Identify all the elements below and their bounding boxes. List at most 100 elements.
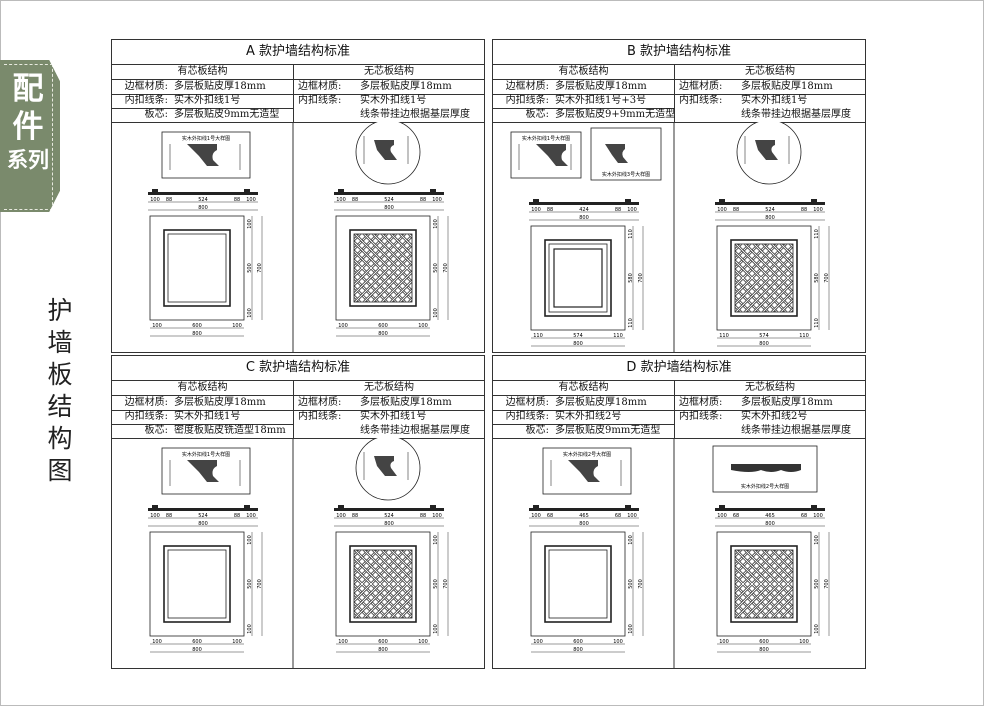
dim-label: 68 bbox=[801, 513, 807, 519]
lattice-bar bbox=[744, 263, 793, 312]
lattice-bar bbox=[274, 550, 342, 618]
lattice-bar bbox=[771, 244, 793, 266]
tab-subtitle: 系列 bbox=[7, 148, 49, 172]
lattice-bar bbox=[762, 587, 793, 618]
dim-label: 68 bbox=[615, 513, 621, 519]
lattice-bar bbox=[381, 587, 412, 618]
dim-label: 110 bbox=[628, 318, 634, 328]
spec-value: 实木外扣线1号 bbox=[174, 95, 241, 106]
spec-value: 多层板贴皮厚18mm bbox=[555, 397, 647, 408]
molding-profile-icon bbox=[374, 456, 397, 476]
spec-value: 多层板贴皮厚18mm bbox=[555, 81, 647, 92]
spec-label: 边框材质: bbox=[298, 81, 342, 92]
lattice-bar bbox=[762, 281, 793, 312]
detail-drawing: 实木外扣线1号大样图 bbox=[161, 447, 251, 495]
dim-label: 100 bbox=[717, 207, 727, 213]
lattice-bar bbox=[762, 244, 793, 275]
section-bar bbox=[430, 505, 436, 508]
molding-profile-icon bbox=[374, 140, 397, 160]
dim-label: 88 bbox=[234, 197, 240, 203]
lattice-bar bbox=[381, 234, 412, 265]
detail-drawing-right bbox=[355, 122, 421, 185]
dim-label: 100 bbox=[433, 219, 439, 229]
spec-row-right: 内扣线条:实木外扣线1号 bbox=[112, 410, 484, 424]
detail-drawing-right: 实木外扣线2号大样图 bbox=[712, 445, 818, 493]
row-divider bbox=[493, 94, 674, 95]
dim-label: 500 bbox=[247, 263, 253, 273]
row-divider bbox=[294, 410, 484, 411]
dim-label: 100 bbox=[628, 535, 634, 545]
spec-row-right: 内扣线条: 实木外扣线2号 bbox=[493, 410, 865, 424]
dim-label: 100 bbox=[150, 197, 160, 203]
lattice-border bbox=[734, 243, 794, 313]
section-bar bbox=[152, 189, 158, 192]
spec-label: 边框材质: bbox=[124, 81, 168, 92]
core-panel bbox=[167, 233, 227, 303]
spec-row-left: 边框材质:多层板贴皮厚18mm bbox=[493, 80, 674, 94]
dim-label: 600 bbox=[378, 323, 388, 329]
section-bar bbox=[244, 505, 250, 508]
detail-drawing: 实木外扣线1号大样图 bbox=[161, 131, 251, 179]
dim-label: 100 bbox=[247, 624, 253, 634]
section-bar bbox=[152, 505, 158, 508]
section-bar bbox=[715, 508, 825, 511]
molding-profile-icon bbox=[187, 460, 219, 482]
dim-label: 100 bbox=[247, 308, 253, 318]
spec-row-left: 内扣线条:实木外扣线1号+3号 bbox=[493, 94, 674, 108]
dim-label: 100 bbox=[433, 624, 439, 634]
dim-label: 88 bbox=[352, 197, 358, 203]
dim-total: 800 bbox=[192, 331, 202, 337]
spec-row-right: 线条带挂边根据基层厚度 bbox=[493, 108, 865, 122]
spec-label: 内扣线条: bbox=[505, 411, 549, 422]
dim-label: 100 bbox=[338, 639, 348, 645]
lattice-bar bbox=[390, 234, 412, 256]
dim-total: 700 bbox=[824, 273, 830, 283]
dim-total: 800 bbox=[579, 215, 589, 221]
lattice-bar bbox=[655, 244, 723, 312]
spec-value: 多层板贴皮9mm无造型 bbox=[555, 425, 661, 436]
row-divider bbox=[493, 108, 674, 109]
dim-label: 68 bbox=[733, 513, 739, 519]
dim-label: 100 bbox=[814, 535, 820, 545]
with-core-header: 有芯板结构 bbox=[493, 381, 674, 396]
detail-caption: 实木外扣线1号大样图 bbox=[182, 135, 230, 142]
lattice-bar bbox=[655, 244, 723, 312]
spec-label: 板芯: bbox=[525, 425, 549, 436]
table-bottom bbox=[112, 438, 484, 439]
section-bar bbox=[811, 199, 817, 202]
lattice-bar bbox=[372, 578, 412, 618]
spec-value: 线条带挂边根据基层厚度 bbox=[741, 109, 851, 120]
spec-row-right: 线条带挂边根据基层厚度 bbox=[112, 424, 484, 438]
spec-row-right: 线条带挂边根据基层厚度 bbox=[112, 108, 484, 122]
spec-label: 内扣线条: bbox=[679, 411, 723, 422]
section-bar bbox=[430, 189, 436, 192]
dim-label: 600 bbox=[759, 639, 769, 645]
lattice-bar bbox=[780, 299, 793, 312]
row-divider bbox=[493, 410, 674, 411]
dim-label: 100 bbox=[336, 197, 346, 203]
section-bar bbox=[334, 192, 444, 195]
dim-total: 800 bbox=[573, 647, 583, 653]
core-panel bbox=[548, 243, 608, 313]
dim-total: 800 bbox=[198, 521, 208, 527]
dim-label: 100 bbox=[338, 323, 348, 329]
lattice-bar bbox=[780, 605, 793, 618]
dim-label: 100 bbox=[433, 308, 439, 318]
spec-value: 线条带挂边根据基层厚度 bbox=[360, 425, 470, 436]
lattice-bar bbox=[274, 234, 342, 302]
spec-label: 边框材质: bbox=[298, 397, 342, 408]
section-bar bbox=[338, 189, 344, 192]
dim-label: 88 bbox=[166, 197, 172, 203]
spec-value: 多层板贴皮9+9mm无造型 bbox=[555, 109, 676, 120]
dim-label: 100 bbox=[432, 197, 442, 203]
lattice-bar bbox=[274, 550, 342, 618]
spec-value: 实木外扣线2号 bbox=[741, 411, 808, 422]
spec-value: 实木外扣线1号 bbox=[174, 411, 241, 422]
tab-stitching bbox=[4, 64, 53, 210]
